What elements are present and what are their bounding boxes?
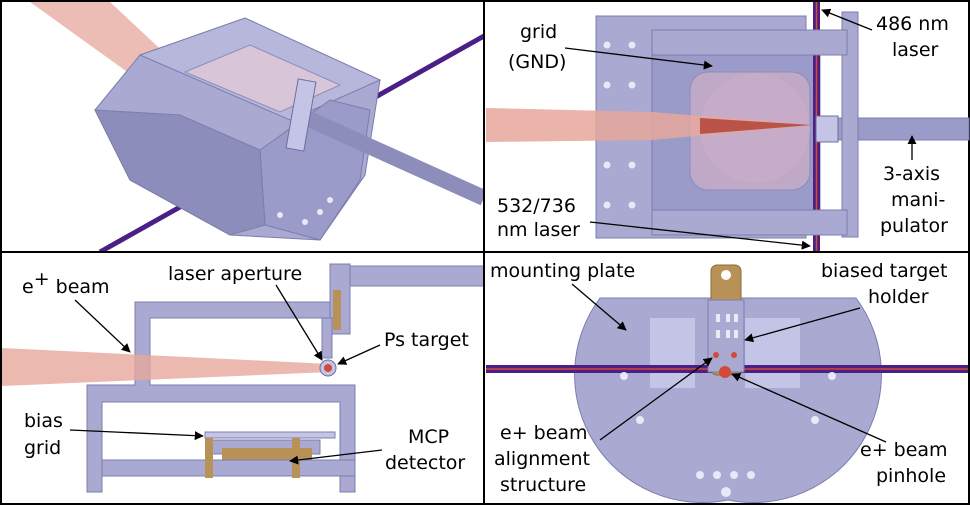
panel-top-view: grid (GND) 486 nm laser 532/736 nm laser… <box>483 0 970 253</box>
beam-focus <box>700 118 812 134</box>
label-ps-target: Ps target <box>384 329 469 351</box>
ps-target-core <box>324 364 332 372</box>
alignment-dot <box>713 352 719 358</box>
label-alignment-c: structure <box>500 474 586 496</box>
label-pinhole-b: pinhole <box>876 465 946 487</box>
label-laser-532-b: nm laser <box>497 219 580 241</box>
label-biased-target-b: holder <box>868 286 929 308</box>
label-laser-aperture: laser aperture <box>168 263 302 285</box>
manipulator-rod <box>344 265 485 287</box>
arrow-bias-grid <box>69 429 204 441</box>
chamber-side <box>94 109 266 236</box>
holder-top-hole <box>721 270 731 280</box>
bias-grid <box>204 431 336 439</box>
screw-holes <box>603 41 636 209</box>
positron-beam <box>2 348 330 386</box>
side-bar-right <box>841 11 859 238</box>
arrow-laser-aperture <box>275 284 323 361</box>
label-bias-grid: bias <box>24 410 63 432</box>
arrow-mounting-plate <box>571 283 627 331</box>
plate-holes <box>620 372 836 497</box>
arrow-laser-486 <box>821 8 873 31</box>
label-manipulator: 3-axis <box>883 163 940 185</box>
side-bar-bottom <box>651 209 848 236</box>
positron-pinhole <box>719 366 731 378</box>
label-positron-beam: e+ beam <box>22 268 110 298</box>
holder-slots <box>716 314 738 338</box>
mount-hole <box>302 219 308 225</box>
mcp-leg <box>292 438 300 478</box>
arrow-biased-target <box>744 307 861 343</box>
label-mounting-plate: mounting plate <box>490 260 635 282</box>
label-manipulator-b: mani- <box>891 189 945 211</box>
label-grid-gnd: (GND) <box>508 51 566 73</box>
positron-beam <box>486 108 812 142</box>
manipulator-clamp <box>815 115 839 143</box>
label-biased-target: biased target <box>821 260 947 282</box>
plate-window-right <box>745 318 800 388</box>
arrow-alignment <box>599 357 713 441</box>
arrow-grid <box>564 47 713 70</box>
arrow-pinhole <box>731 373 887 443</box>
label-pinhole: e+ beam <box>860 439 948 461</box>
mount-hole <box>327 197 333 203</box>
arrow-positron-beam <box>74 299 131 353</box>
chamber-frame <box>86 301 356 493</box>
target-arm <box>321 317 333 359</box>
arrow-ps-target <box>337 344 381 365</box>
plate-window-left <box>650 318 695 388</box>
label-alignment: e+ beam <box>500 422 588 444</box>
arrow-laser-532 <box>589 221 811 250</box>
mcp-base <box>101 459 356 477</box>
label-mcp: MCP <box>408 426 449 448</box>
manipulator-rod <box>296 107 488 206</box>
panel-side-view: e+ beam laser aperture Ps target bias gr… <box>0 251 485 505</box>
label-laser-486-b: laser <box>892 39 939 61</box>
label-manipulator-c: pulator <box>880 215 948 237</box>
target-holder <box>285 78 317 152</box>
label-alignment-b: alignment <box>494 448 590 470</box>
label-laser-532: 532/736 <box>497 195 576 217</box>
mcp-leg <box>205 438 213 478</box>
label-bias-grid-b: grid <box>24 437 61 459</box>
label-grid: grid <box>520 21 557 43</box>
panel-3d-view <box>0 0 488 255</box>
alignment-dot <box>731 352 737 358</box>
side-bar-top <box>651 29 848 56</box>
label-laser-486: 486 nm <box>876 13 949 35</box>
brass-piece <box>333 290 341 330</box>
panel-front-view: mounting plate biased target holder e+ b… <box>483 251 970 505</box>
mount-hole <box>277 212 283 218</box>
mount-hole <box>317 209 323 215</box>
label-mcp-b: detector <box>385 452 465 474</box>
arrow-mcp <box>289 449 383 465</box>
